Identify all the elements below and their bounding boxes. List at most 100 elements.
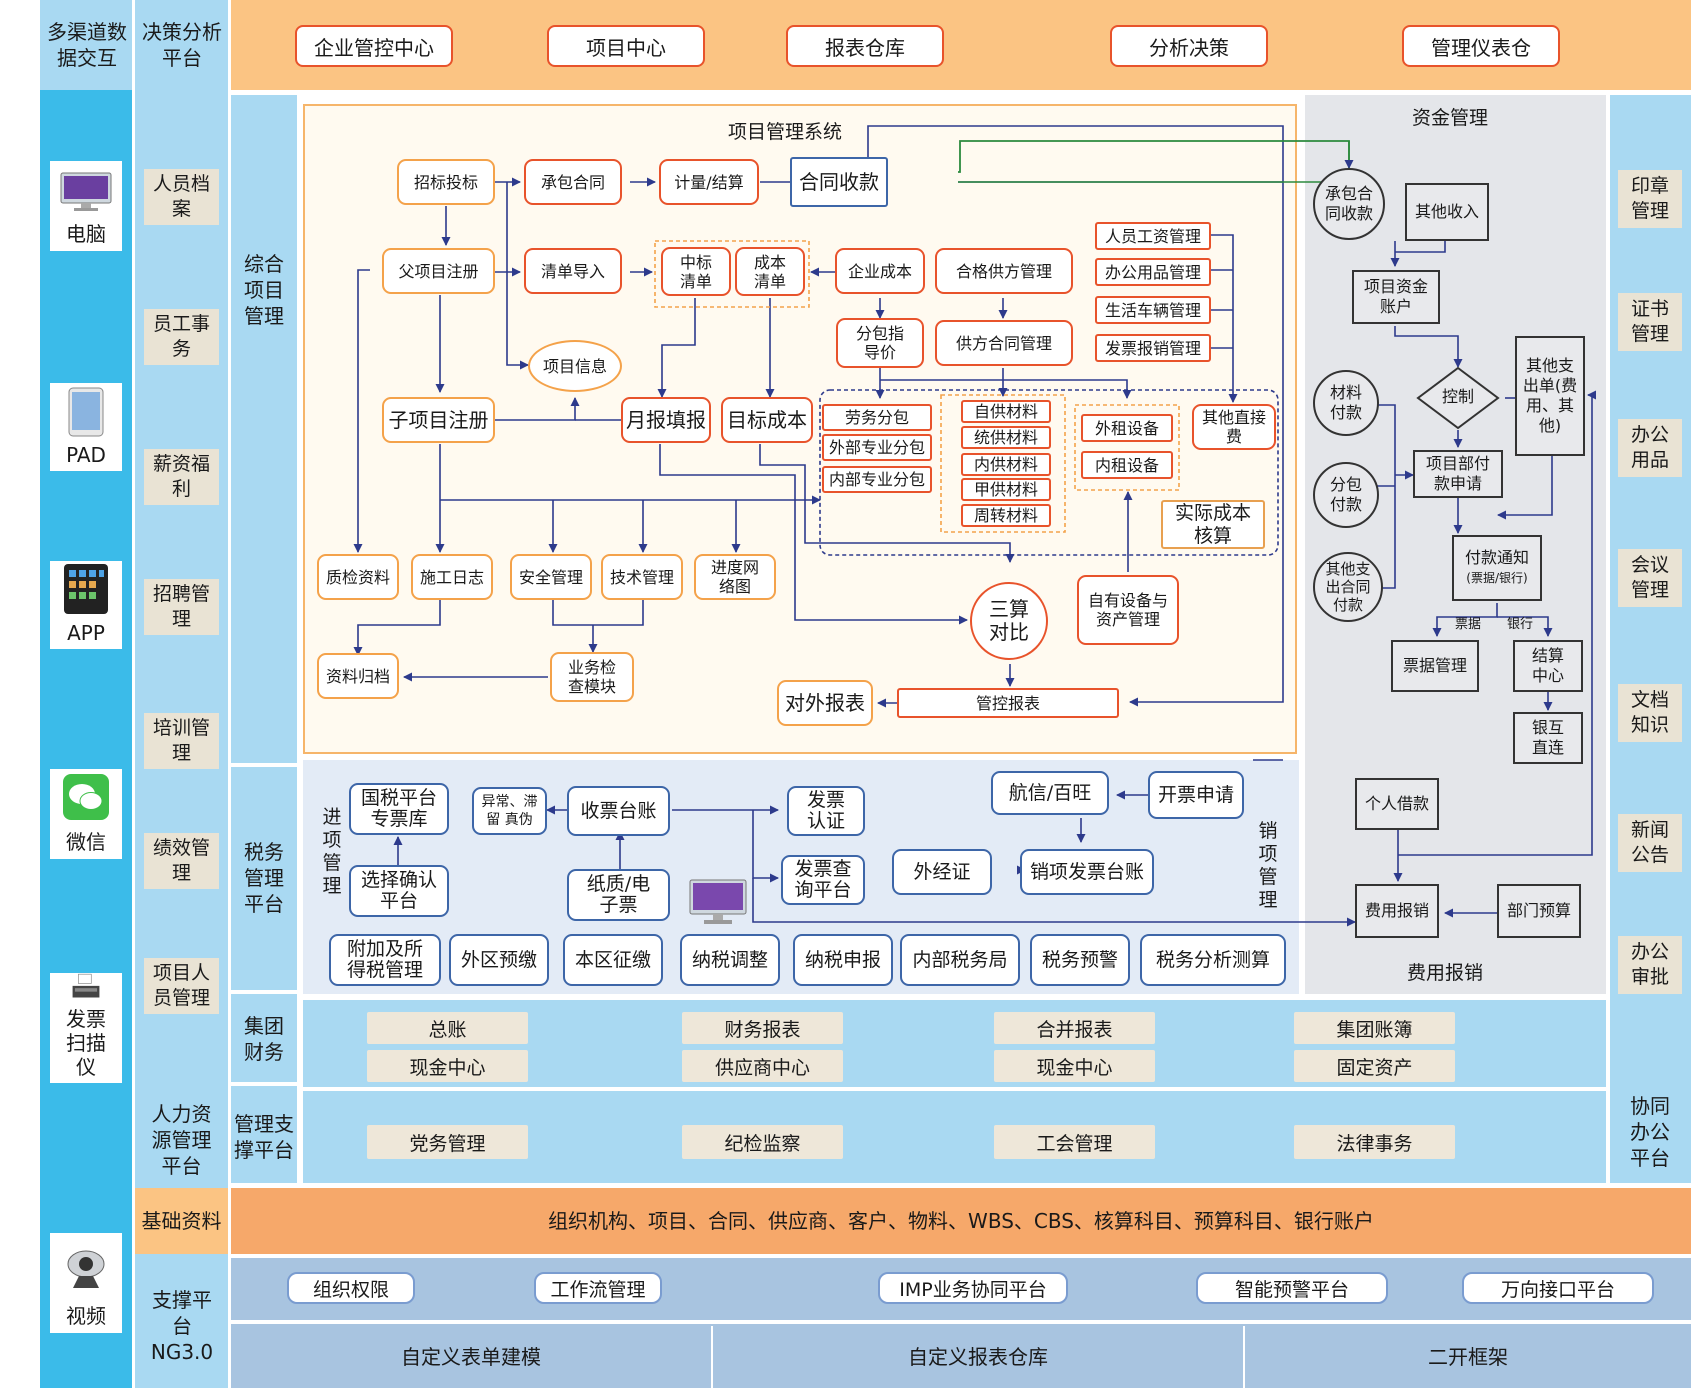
fund-control-diamond[interactable]: 控制 bbox=[1416, 366, 1500, 430]
node-contract[interactable]: 承包合同 bbox=[524, 159, 622, 205]
fund-other-expense[interactable]: 其他支出单(费用、其他) bbox=[1515, 336, 1585, 456]
oa-news[interactable]: 新闻公告 bbox=[1618, 814, 1682, 872]
tax-receipt-ledger[interactable]: 收票台账 bbox=[567, 786, 670, 836]
node-schedule[interactable]: 进度网络图 bbox=[694, 554, 776, 600]
ms-party[interactable]: 党务管理 bbox=[367, 1125, 528, 1159]
device-webcam[interactable]: 视频 bbox=[50, 1233, 122, 1333]
nav-enterprise-control[interactable]: 企业管控中心 bbox=[295, 25, 453, 67]
gf-consolidated[interactable]: 合并报表 bbox=[994, 1012, 1155, 1044]
platform-imp[interactable]: IMP业务协同平台 bbox=[878, 1272, 1068, 1304]
node-invoice-reimburse[interactable]: 发票报销管理 bbox=[1095, 334, 1211, 362]
tax-select-confirm[interactable]: 选择确认平台 bbox=[349, 865, 449, 917]
device-desktop[interactable]: 电脑 bbox=[50, 161, 122, 251]
node-sub-guide-price[interactable]: 分包指导价 bbox=[836, 318, 924, 368]
node-owner-material[interactable]: 甲供材料 bbox=[961, 478, 1051, 501]
nav-project-center[interactable]: 项目中心 bbox=[547, 25, 705, 67]
node-monthly-report[interactable]: 月报填报 bbox=[621, 397, 711, 443]
node-own-equipment[interactable]: 自有设备与资产管理 bbox=[1077, 575, 1179, 645]
hr-item-2[interactable]: 员工事务 bbox=[144, 309, 219, 365]
gf-group-books[interactable]: 集团账簿 bbox=[1294, 1012, 1455, 1044]
device-scanner[interactable]: 发票扫描仪 bbox=[50, 973, 122, 1083]
fund-contract-receipt[interactable]: 承包合同收款 bbox=[1313, 168, 1385, 240]
oa-approval[interactable]: 办公审批 bbox=[1618, 936, 1682, 994]
platform-form-modeling[interactable]: 自定义表单建模 bbox=[231, 1326, 713, 1388]
tax-abnormal-check[interactable]: 异常、滞留 真伪 bbox=[472, 787, 547, 835]
tax-national-platform[interactable]: 国税平台专票库 bbox=[349, 783, 449, 835]
hr-item-1[interactable]: 人员档案 bbox=[144, 169, 219, 225]
ms-legal[interactable]: 法律事务 bbox=[1294, 1125, 1455, 1159]
tax-warning[interactable]: 税务预警 bbox=[1030, 934, 1130, 986]
tax-invoice-apply[interactable]: 开票申请 bbox=[1148, 771, 1244, 819]
tax-analysis[interactable]: 税务分析测算 bbox=[1140, 934, 1286, 986]
hr-item-5[interactable]: 培训管理 bbox=[144, 713, 219, 769]
gf-financial-statements[interactable]: 财务报表 bbox=[682, 1012, 843, 1044]
node-qualified-supplier[interactable]: 合格供方管理 bbox=[935, 248, 1073, 294]
oa-office-supplies[interactable]: 办公用品 bbox=[1618, 419, 1682, 477]
node-parent-reg[interactable]: 父项目注册 bbox=[382, 248, 495, 294]
hr-item-3[interactable]: 薪资福利 bbox=[144, 449, 219, 505]
node-vehicle[interactable]: 生活车辆管理 bbox=[1095, 296, 1211, 324]
tax-sales-ledger[interactable]: 销项发票台账 bbox=[1020, 849, 1154, 895]
node-supplier-contract[interactable]: 供方合同管理 bbox=[935, 320, 1073, 366]
gf-supplier-center[interactable]: 供应商中心 bbox=[682, 1050, 843, 1082]
fund-dept-budget[interactable]: 部门预算 bbox=[1497, 884, 1581, 938]
node-self-material[interactable]: 自供材料 bbox=[961, 400, 1051, 423]
node-internal-equipment[interactable]: 内租设备 bbox=[1081, 451, 1173, 479]
node-ext-sub[interactable]: 外部专业分包 bbox=[822, 434, 932, 461]
node-control-report[interactable]: 管控报表 bbox=[897, 688, 1119, 718]
node-other-direct[interactable]: 其他直接费 bbox=[1192, 404, 1276, 450]
fund-material-payment[interactable]: 材料付款 bbox=[1313, 370, 1379, 436]
node-unified-material[interactable]: 统供材料 bbox=[961, 426, 1051, 449]
node-turnover-material[interactable]: 周转材料 bbox=[961, 504, 1051, 527]
node-project-info[interactable]: 项目信息 bbox=[528, 340, 622, 392]
platform-warning[interactable]: 智能预警平台 bbox=[1196, 1272, 1388, 1304]
node-external-report[interactable]: 对外报表 bbox=[777, 680, 873, 726]
tax-adjustment[interactable]: 纳税调整 bbox=[680, 934, 780, 986]
oa-seal[interactable]: 印章管理 bbox=[1618, 170, 1682, 228]
tax-hangxin[interactable]: 航信/百旺 bbox=[991, 771, 1109, 815]
gf-cash-center-1[interactable]: 现金中心 bbox=[367, 1050, 528, 1082]
platform-interface[interactable]: 万向接口平台 bbox=[1462, 1272, 1654, 1304]
node-tech[interactable]: 技术管理 bbox=[601, 554, 683, 600]
gf-cash-center-2[interactable]: 现金中心 bbox=[994, 1050, 1155, 1082]
hr-item-4[interactable]: 招聘管理 bbox=[144, 579, 219, 635]
node-bid-list[interactable]: 中标清单 bbox=[661, 247, 731, 296]
fund-other-income[interactable]: 其他收入 bbox=[1405, 183, 1489, 241]
node-safety[interactable]: 安全管理 bbox=[510, 554, 592, 600]
fund-personal-loan[interactable]: 个人借款 bbox=[1355, 778, 1439, 830]
tax-invoice-query[interactable]: 发票查询平台 bbox=[781, 855, 865, 905]
nav-dashboard[interactable]: 管理仪表仓 bbox=[1402, 25, 1560, 67]
ms-union[interactable]: 工会管理 bbox=[994, 1125, 1155, 1159]
node-sub-reg[interactable]: 子项目注册 bbox=[382, 397, 495, 443]
tax-surcharge[interactable]: 附加及所得税管理 bbox=[329, 934, 441, 986]
node-staff-wage[interactable]: 人员工资管理 bbox=[1095, 222, 1211, 250]
tax-invoice-cert[interactable]: 发票认证 bbox=[787, 786, 865, 836]
tax-outbound-cert[interactable]: 外经证 bbox=[892, 849, 992, 895]
oa-document[interactable]: 文档知识 bbox=[1618, 684, 1682, 742]
fund-expense-reimburse[interactable]: 费用报销 bbox=[1355, 884, 1439, 938]
tax-local-collection[interactable]: 本区征缴 bbox=[563, 934, 663, 986]
node-inspection[interactable]: 业务检查模块 bbox=[550, 652, 634, 702]
ms-discipline[interactable]: 纪检监察 bbox=[682, 1125, 843, 1159]
node-actual-cost[interactable]: 实际成本核算 bbox=[1161, 500, 1265, 549]
hr-item-7[interactable]: 项目人员管理 bbox=[144, 958, 219, 1014]
oa-certificate[interactable]: 证书管理 bbox=[1618, 293, 1682, 351]
node-target-cost[interactable]: 目标成本 bbox=[721, 397, 813, 443]
tax-declaration[interactable]: 纳税申报 bbox=[793, 934, 893, 986]
node-three-compare[interactable]: 三算对比 bbox=[970, 582, 1048, 660]
fund-bank-direct[interactable]: 银互直连 bbox=[1513, 712, 1583, 764]
platform-org-permissions[interactable]: 组织权限 bbox=[287, 1272, 415, 1304]
platform-workflow[interactable]: 工作流管理 bbox=[534, 1272, 662, 1304]
fund-pay-notice[interactable]: 付款通知 (票据/银行) bbox=[1452, 535, 1542, 601]
nav-report-warehouse[interactable]: 报表仓库 bbox=[786, 25, 944, 67]
nav-analysis[interactable]: 分析决策 bbox=[1110, 25, 1268, 67]
node-office-supplies[interactable]: 办公用品管理 bbox=[1095, 258, 1211, 286]
gf-fixed-assets[interactable]: 固定资产 bbox=[1294, 1050, 1455, 1082]
node-bidding[interactable]: 招标投标 bbox=[397, 159, 495, 205]
gf-general-ledger[interactable]: 总账 bbox=[367, 1012, 528, 1044]
node-internal-material[interactable]: 内供材料 bbox=[961, 453, 1051, 476]
device-wechat[interactable]: 微信 bbox=[50, 769, 122, 859]
node-lease-equipment[interactable]: 外租设备 bbox=[1081, 414, 1173, 442]
fund-bill-management[interactable]: 票据管理 bbox=[1391, 640, 1479, 692]
node-labor-sub[interactable]: 劳务分包 bbox=[822, 404, 932, 431]
